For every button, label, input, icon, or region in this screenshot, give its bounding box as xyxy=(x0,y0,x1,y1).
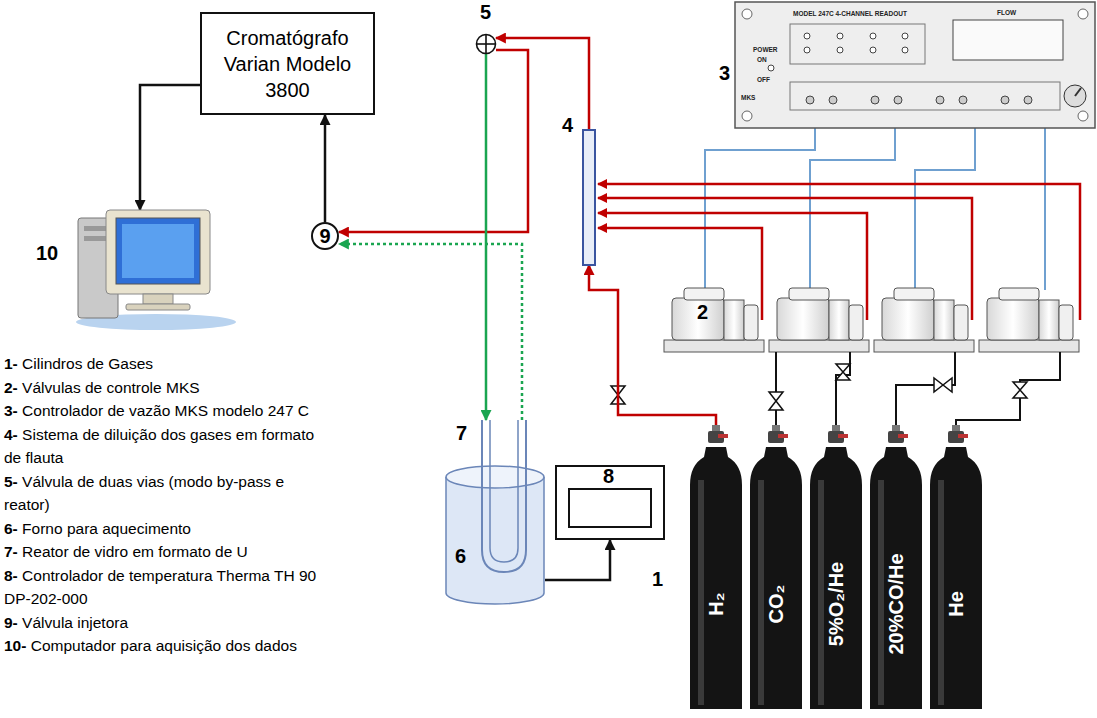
node-label: H₂ xyxy=(705,592,728,615)
injector-valve: 9 xyxy=(311,222,339,250)
legend-item: 4- Sistema de diluição dos gases em form… xyxy=(4,423,322,470)
supply-line xyxy=(776,352,1060,428)
legend-item: 8- Controlador de temperatura Therma TH … xyxy=(4,564,322,611)
legend-item: 10- Computador para aquisição dos dados xyxy=(4,634,322,658)
process-box: Cromatógrafo Varian Modelo 3800 xyxy=(200,12,375,115)
two-way-valve-shape xyxy=(476,34,496,54)
item-number: 4- xyxy=(4,426,18,443)
legend-item: 1- Cilindros de Gases xyxy=(4,352,322,376)
item-number: 2- xyxy=(4,379,18,396)
callout-number: 10 xyxy=(36,242,58,265)
node-label: CO₂ xyxy=(765,584,788,623)
callout-number: 1 xyxy=(652,568,663,591)
callout-number: 6 xyxy=(455,545,466,568)
gas-cylinder-shape xyxy=(928,425,984,713)
item-number: 1- xyxy=(4,355,18,372)
node-label: FLOW xyxy=(997,9,1016,16)
callout-number: 2 xyxy=(697,301,708,324)
u-reactor-shape xyxy=(476,420,532,578)
callout-number: 3 xyxy=(719,62,730,85)
flow-connector xyxy=(324,115,327,222)
node-label: ON xyxy=(757,56,767,63)
node-label: OFF xyxy=(757,76,770,83)
item-number: 9- xyxy=(4,614,18,631)
item-number: 10- xyxy=(4,637,26,654)
node-label: POWER xyxy=(753,46,778,53)
legend-item: 6- Forno para aquecimento xyxy=(4,517,322,541)
legend-item: 2- Válvulas de controle MKS xyxy=(4,376,322,400)
oven-shape xyxy=(445,465,545,605)
gas-cylinder: He xyxy=(928,425,984,713)
node-label: He xyxy=(945,591,968,617)
u-reactor: 7 xyxy=(476,420,532,578)
node-label: 20%CO/He xyxy=(885,553,908,654)
flow-connector xyxy=(589,265,716,425)
flow-connector xyxy=(496,38,589,130)
flow-connector xyxy=(339,244,522,420)
flow-controller-panel: 3MODEL 247C 4-CHANNEL READOUTFLOWPOWERON… xyxy=(735,2,1095,128)
flow-connector xyxy=(545,540,610,580)
gas-cylinder-shape xyxy=(748,425,804,713)
flow-connector xyxy=(485,54,488,420)
gas-cylinder: 20%CO/He xyxy=(868,425,924,713)
legend-item: 9- Válvula injetora xyxy=(4,611,322,635)
mfc-valve xyxy=(664,288,1079,352)
node-label: 5%O₂/He xyxy=(825,561,848,645)
flow-controller-panel-shape xyxy=(735,2,1095,128)
oven: 6 xyxy=(445,465,545,605)
item-number: 8- xyxy=(4,567,18,584)
flow-connector xyxy=(140,85,200,210)
callout-number: 7 xyxy=(456,422,467,445)
valve-symbol xyxy=(611,364,1027,410)
dilution-manifold: 4 xyxy=(582,130,596,265)
two-way-valve: 5 xyxy=(476,34,496,54)
callout-number: 9 xyxy=(319,225,330,248)
item-number: 6- xyxy=(4,520,18,537)
gas-cylinder: H₂ xyxy=(688,425,744,713)
gas-cylinder: 5%O₂/He xyxy=(808,425,864,713)
gas-cylinder: CO₂ xyxy=(748,425,804,713)
item-number: 3- xyxy=(4,402,18,419)
legend-item: 3- Controlador de vazão MKS modelo 247 C xyxy=(4,399,322,423)
callout-number: 4 xyxy=(562,114,573,137)
computer-icon: 10 xyxy=(38,210,238,330)
node-label: Cromatógrafo Varian Modelo 3800 xyxy=(208,25,367,103)
item-number: 5- xyxy=(4,473,18,490)
computer-icon-shape xyxy=(38,210,238,330)
item-number: 7- xyxy=(4,543,18,560)
legend-item: 5- Válvula de duas vias (modo by-pass e … xyxy=(4,470,322,517)
temperature-controller: 8 xyxy=(555,465,665,540)
legend-item: 7- Reator de vidro em formato de U xyxy=(4,540,322,564)
callout-number: 8 xyxy=(603,465,614,488)
node-label: MODEL 247C 4-CHANNEL READOUT xyxy=(793,10,907,17)
dilution-manifold-shape xyxy=(582,130,596,265)
callout-number: 5 xyxy=(480,1,491,24)
signal-wire xyxy=(705,128,1045,290)
gas-cylinder-shape xyxy=(688,425,744,713)
node-label: MKS xyxy=(741,94,755,101)
